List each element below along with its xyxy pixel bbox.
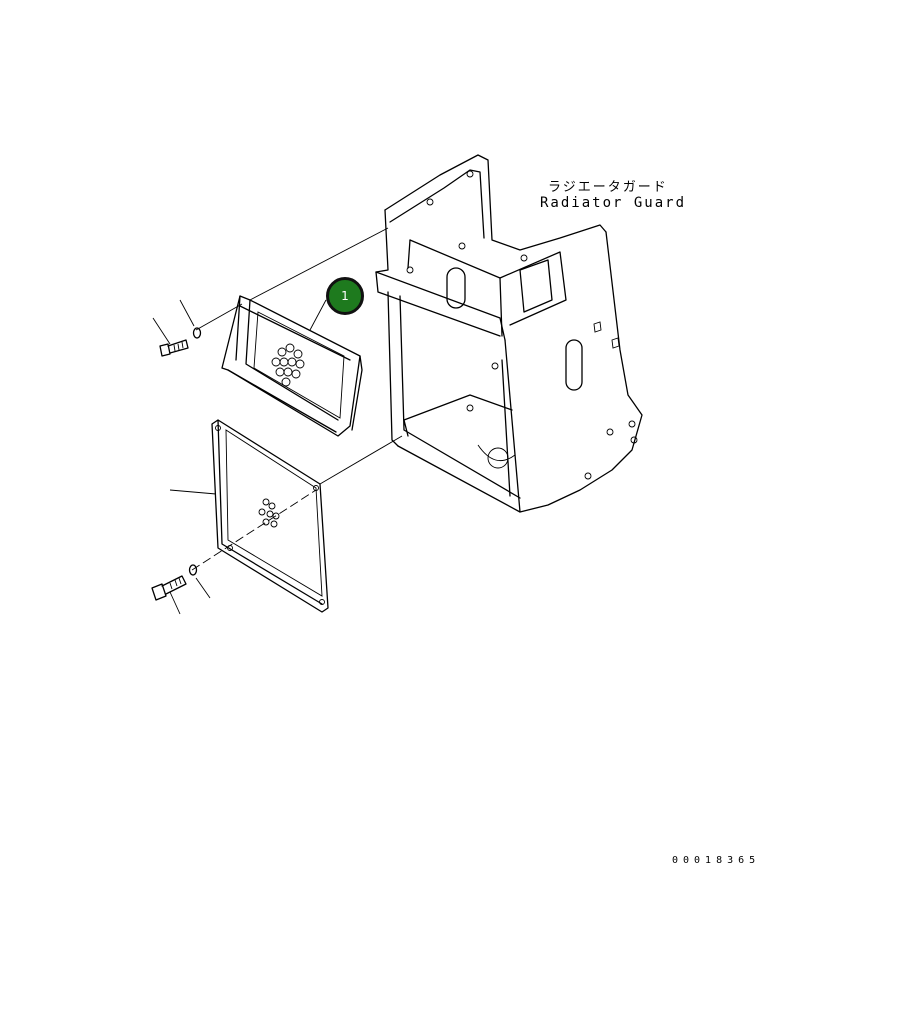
- leader-lines: [152, 227, 403, 615]
- drawing-number: 00018365: [672, 855, 761, 866]
- upper-washer: [192, 327, 202, 339]
- callout-1[interactable]: 1: [326, 277, 364, 315]
- lower-washer: [188, 564, 198, 576]
- part-label-japanese: ラジエータガード: [548, 180, 668, 195]
- cover-plate: [211, 419, 329, 613]
- lower-bolt: [151, 575, 187, 601]
- radiator-guard-frame: [375, 154, 643, 513]
- mesh-holes: [271, 343, 305, 387]
- callout-number: 1: [341, 289, 349, 303]
- part-label-english: Radiator Guard: [540, 195, 687, 211]
- plate-holes: [258, 498, 280, 528]
- upper-bolt: [159, 339, 189, 357]
- guard-bracket: [221, 295, 363, 437]
